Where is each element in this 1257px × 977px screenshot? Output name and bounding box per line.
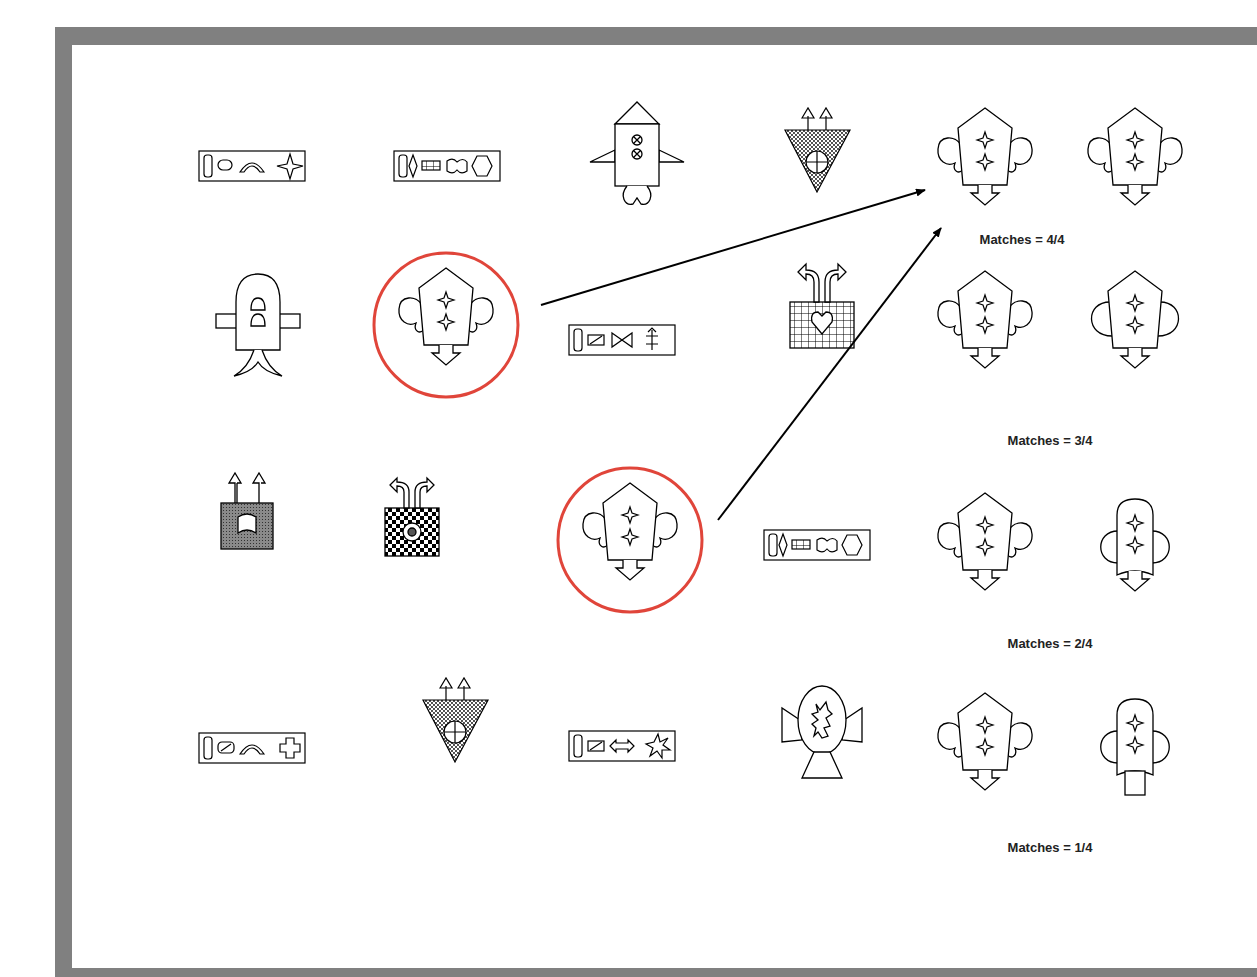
match-score-label: Matches = 1/4 (1008, 840, 1093, 855)
match-score-label: Matches = 4/4 (980, 232, 1065, 247)
match-score-label: Matches = 2/4 (1008, 636, 1093, 651)
match-score-label: Matches = 3/4 (1008, 433, 1093, 448)
